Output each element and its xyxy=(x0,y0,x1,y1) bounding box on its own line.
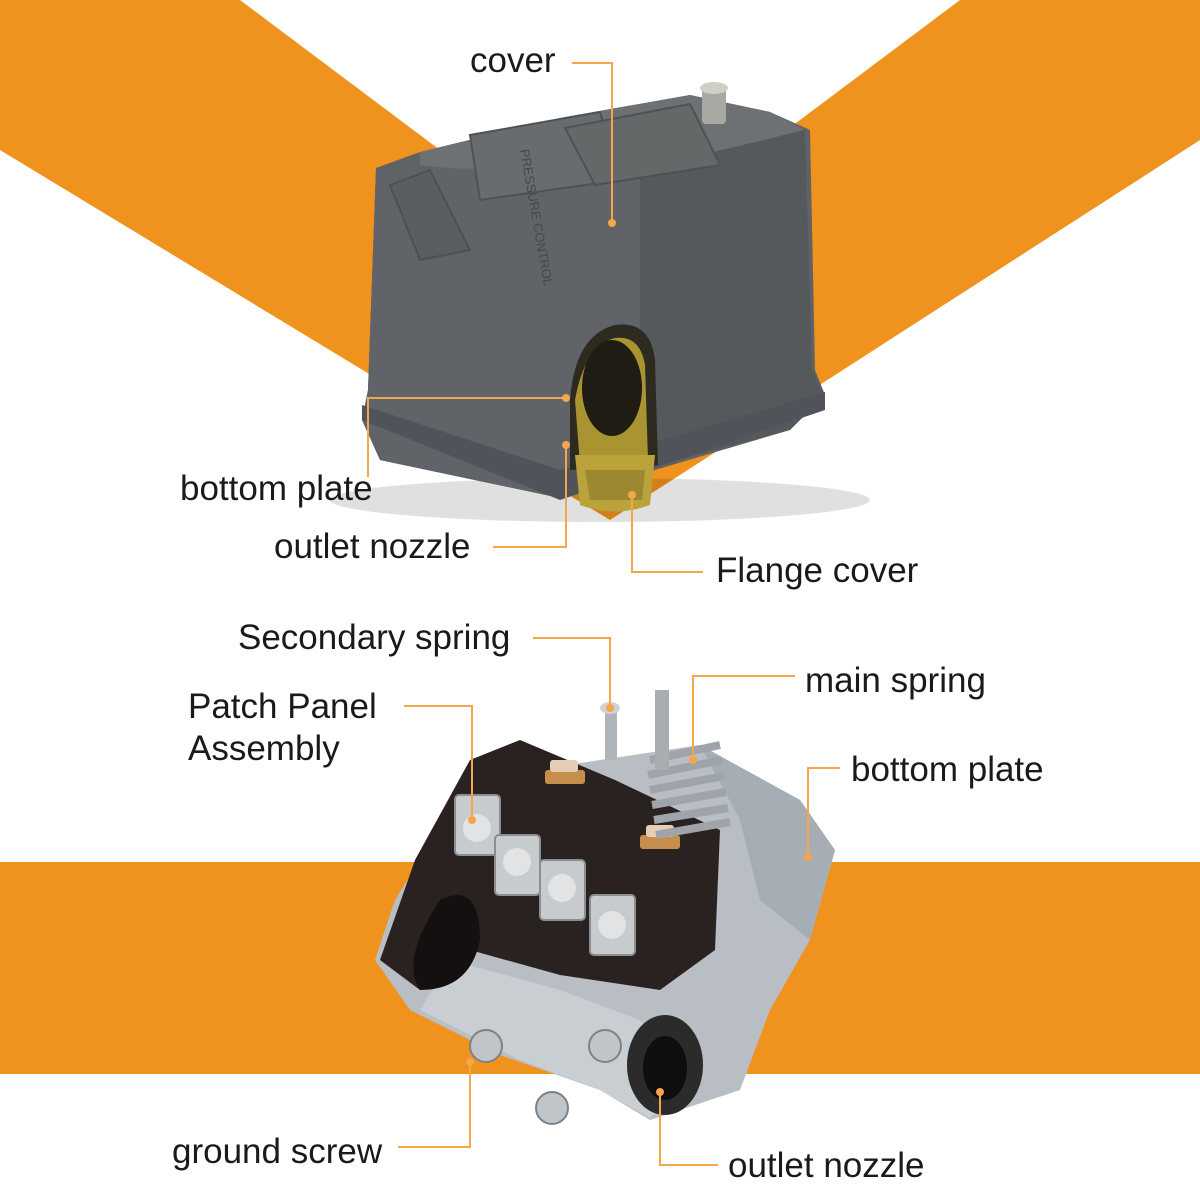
leader-patch-panel xyxy=(404,705,473,820)
label-outlet-nozzle-bottom: outlet nozzle xyxy=(728,1146,925,1185)
top-orange-v-band xyxy=(0,0,1200,520)
leader-cover xyxy=(572,62,613,223)
label-outlet-nozzle-top: outlet nozzle xyxy=(274,527,471,566)
label-cover: cover xyxy=(470,41,556,80)
leader-secondary-spring xyxy=(533,637,611,708)
leader-flange-cover xyxy=(631,495,703,573)
label-secondary-spring: Secondary spring xyxy=(238,618,511,657)
label-ground-screw: ground screw xyxy=(172,1132,383,1171)
leader-endpoints xyxy=(466,219,812,1096)
label-main-spring: main spring xyxy=(805,661,986,700)
label-flange-cover: Flange cover xyxy=(716,551,919,590)
leader-ground-screw xyxy=(398,1062,471,1148)
leader-outlet-nozzle-top xyxy=(493,445,567,548)
leader-main-spring xyxy=(692,675,795,760)
leader-bottom-plate-bottom xyxy=(807,767,840,857)
pressure-switch-internal-image xyxy=(375,690,835,1125)
leader-outlet-nozzle-bottom xyxy=(659,1092,718,1166)
leader-lines xyxy=(367,62,840,1166)
leader-bottom-plate-top xyxy=(367,397,566,477)
label-bottom-plate-top: bottom plate xyxy=(180,469,373,508)
label-bottom-plate-bottom: bottom plate xyxy=(851,750,1044,789)
label-patch-panel-assembly: Patch Panel Assembly xyxy=(188,687,377,768)
